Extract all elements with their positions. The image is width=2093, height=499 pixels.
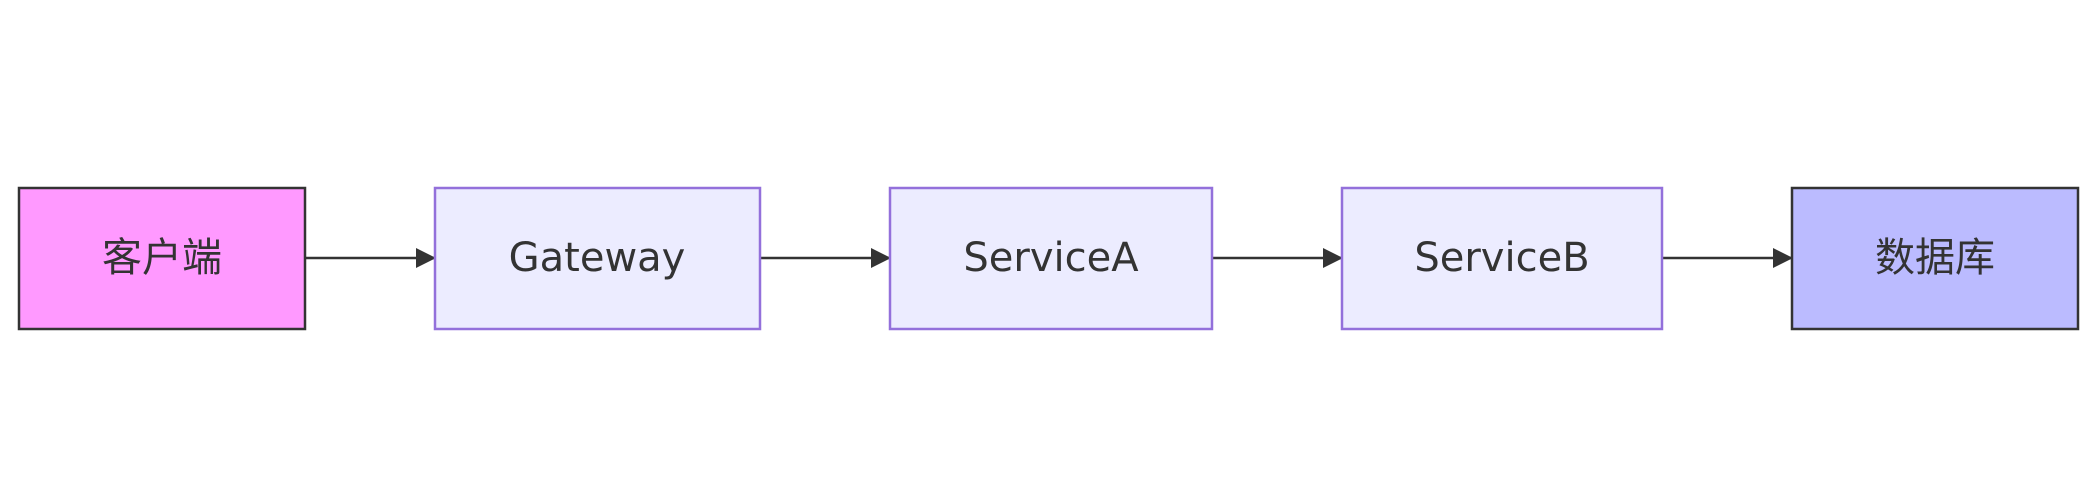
node-client-box [17,186,307,331]
node-database-label: 数据库 [1875,235,1995,281]
node-gateway-box [433,186,762,331]
node-gateway-label: Gateway [509,235,686,281]
node-service-a[interactable]: ServiceA [888,186,1214,331]
node-client-label: 客户端 [102,235,222,281]
node-service-b-box [1340,186,1664,331]
node-service-b[interactable]: ServiceB [1340,186,1664,331]
node-database-box [1790,186,2080,331]
node-service-a-label: ServiceA [963,235,1139,281]
node-service-b-label: ServiceB [1414,235,1589,281]
node-database[interactable]: 数据库 [1790,186,2080,331]
node-service-a-box [888,186,1214,331]
node-gateway[interactable]: Gateway [433,186,762,331]
node-client[interactable]: 客户端 [17,186,307,331]
